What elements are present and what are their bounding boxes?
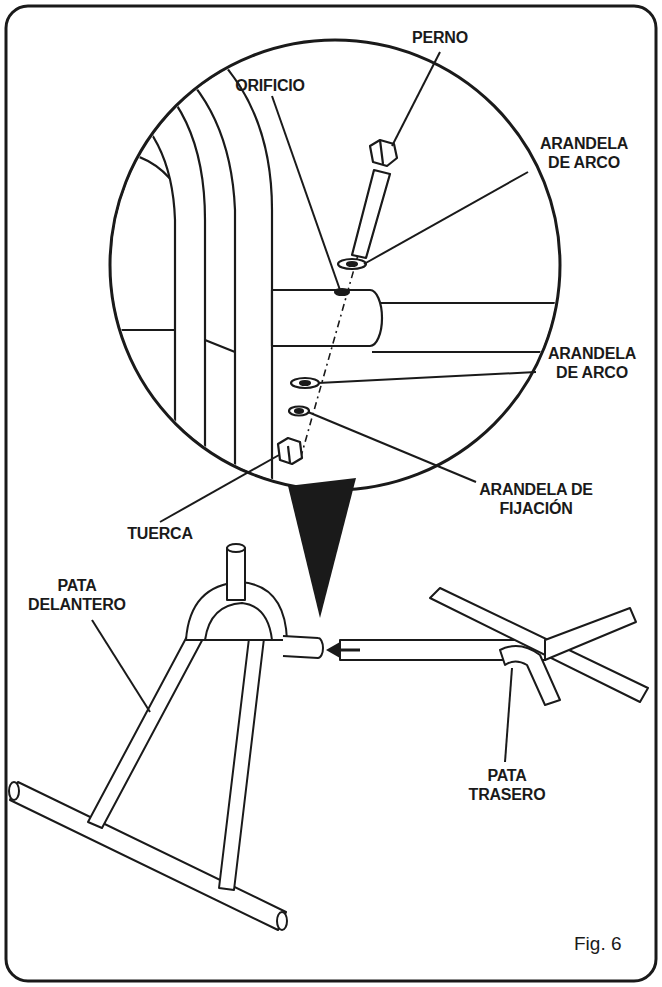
front-leg-tube (88, 612, 214, 828)
arc-washer (338, 259, 366, 269)
part-label: PATA DELANTERO (18, 576, 136, 614)
washer-hole (295, 409, 303, 413)
arc-washer (291, 378, 319, 388)
front-leg-stub (272, 290, 382, 346)
part-label: ARANDELA DE FIJACIÓN (470, 480, 602, 518)
frame-border (6, 6, 656, 981)
washer-hole (347, 262, 357, 266)
figure-caption: Fig. 6 (574, 933, 622, 955)
front-leg-tube (219, 630, 265, 890)
nut (278, 438, 302, 464)
part-label: PATA TRASERO (455, 766, 559, 804)
part-label: TUERCA (110, 524, 210, 543)
tube-end (227, 544, 245, 552)
plate-edge (205, 340, 235, 352)
tube-end (9, 782, 19, 800)
hub-inner (205, 603, 272, 640)
part-label: PERNO (395, 28, 485, 47)
washer-hole (300, 381, 310, 385)
front-leg-stub (283, 636, 323, 658)
rear-leg-tube (372, 303, 570, 352)
part-label: ARANDELA DE ARCO (528, 134, 640, 172)
bolt-shaft (352, 170, 390, 258)
lock-washer (289, 407, 309, 416)
frame-tube (110, 60, 205, 500)
leader-lines (92, 52, 536, 762)
zoom-pointer (288, 478, 356, 618)
detail-view (100, 20, 570, 500)
bolt-head-edge (380, 140, 383, 164)
upright-post (227, 548, 245, 600)
rear-leg-arm (545, 608, 636, 660)
leg-assembly (9, 544, 648, 930)
nut-edge (288, 446, 290, 463)
tube-end (277, 912, 287, 930)
part-label: ORIFICIO (215, 76, 325, 95)
part-label: ARANDELA DE ARCO (536, 344, 648, 382)
insert-arrow (326, 642, 360, 658)
